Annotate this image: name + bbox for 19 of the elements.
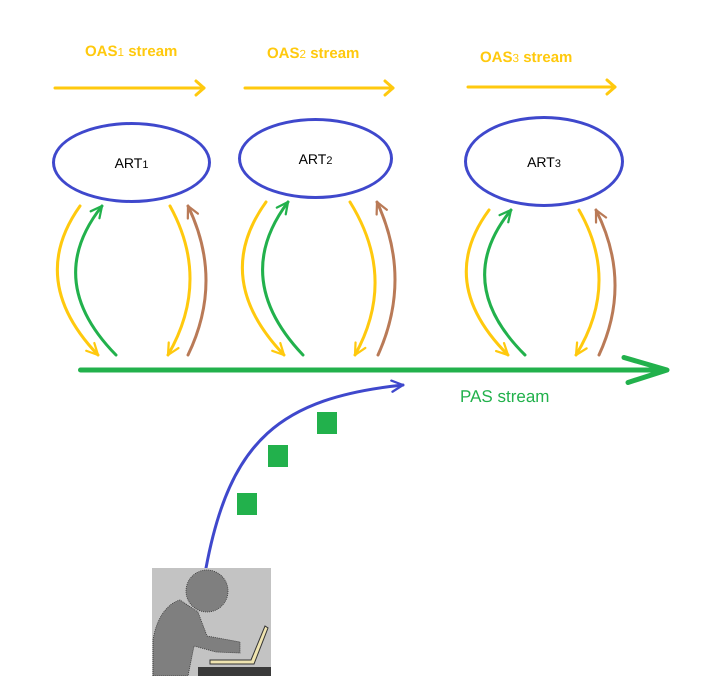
curved-arrow: [348, 200, 376, 356]
ellipse-node: [52, 122, 211, 203]
curved-arrow: [56, 204, 100, 356]
curved-arrow: [574, 208, 600, 356]
stream-arrow: [78, 355, 670, 385]
curved-arrow: [240, 200, 286, 356]
curved-arrow: [375, 200, 396, 356]
curved-arrow: [166, 204, 192, 356]
curved-arrow: [594, 208, 616, 356]
person-at-laptop-drawing: [152, 568, 271, 676]
curved-arrow: [186, 204, 208, 356]
curved-arrow: [204, 380, 404, 570]
curved-arrow: [464, 208, 510, 356]
curved-arrow: [261, 200, 304, 356]
curved-arrow: [74, 204, 118, 356]
ellipse-node: [464, 116, 624, 207]
node-caption: PAS stream: [460, 387, 550, 407]
ellipse-node: [238, 118, 393, 199]
curved-arrow: [483, 208, 526, 356]
